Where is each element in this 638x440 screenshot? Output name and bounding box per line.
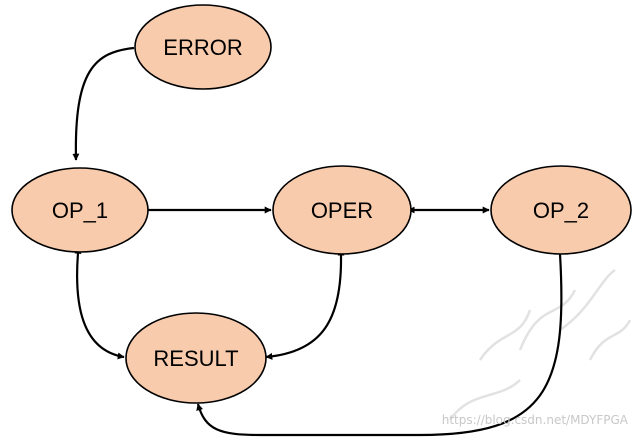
node-oper-shape bbox=[272, 165, 412, 255]
edge-op1-result bbox=[74, 246, 125, 360]
node-op2-shape bbox=[490, 165, 632, 255]
node-op2[interactable]: OP_2 bbox=[490, 165, 632, 255]
node-oper[interactable]: OPER bbox=[272, 165, 412, 255]
node-result[interactable]: RESULT bbox=[125, 312, 267, 404]
node-result-shape bbox=[125, 312, 267, 404]
node-error-label: ERROR bbox=[163, 35, 242, 60]
edges bbox=[72, 46, 563, 437]
edge-op2-to-result bbox=[196, 253, 563, 437]
node-error-shape bbox=[134, 4, 272, 90]
watermark-glyphs bbox=[448, 268, 632, 421]
node-error[interactable]: ERROR bbox=[134, 4, 272, 90]
node-op1-shape bbox=[11, 167, 149, 253]
node-op1[interactable]: OP_1 bbox=[11, 167, 149, 253]
node-result-label: RESULT bbox=[153, 346, 238, 371]
watermark-url: https://blog.csdn.net/MDYFPGA bbox=[442, 413, 629, 427]
node-oper-label: OPER bbox=[311, 198, 373, 223]
node-op2-label: OP_2 bbox=[533, 198, 589, 223]
edge-oper-result bbox=[265, 248, 345, 360]
edge-error-to-op1 bbox=[72, 46, 135, 161]
node-op1-label: OP_1 bbox=[52, 198, 108, 223]
